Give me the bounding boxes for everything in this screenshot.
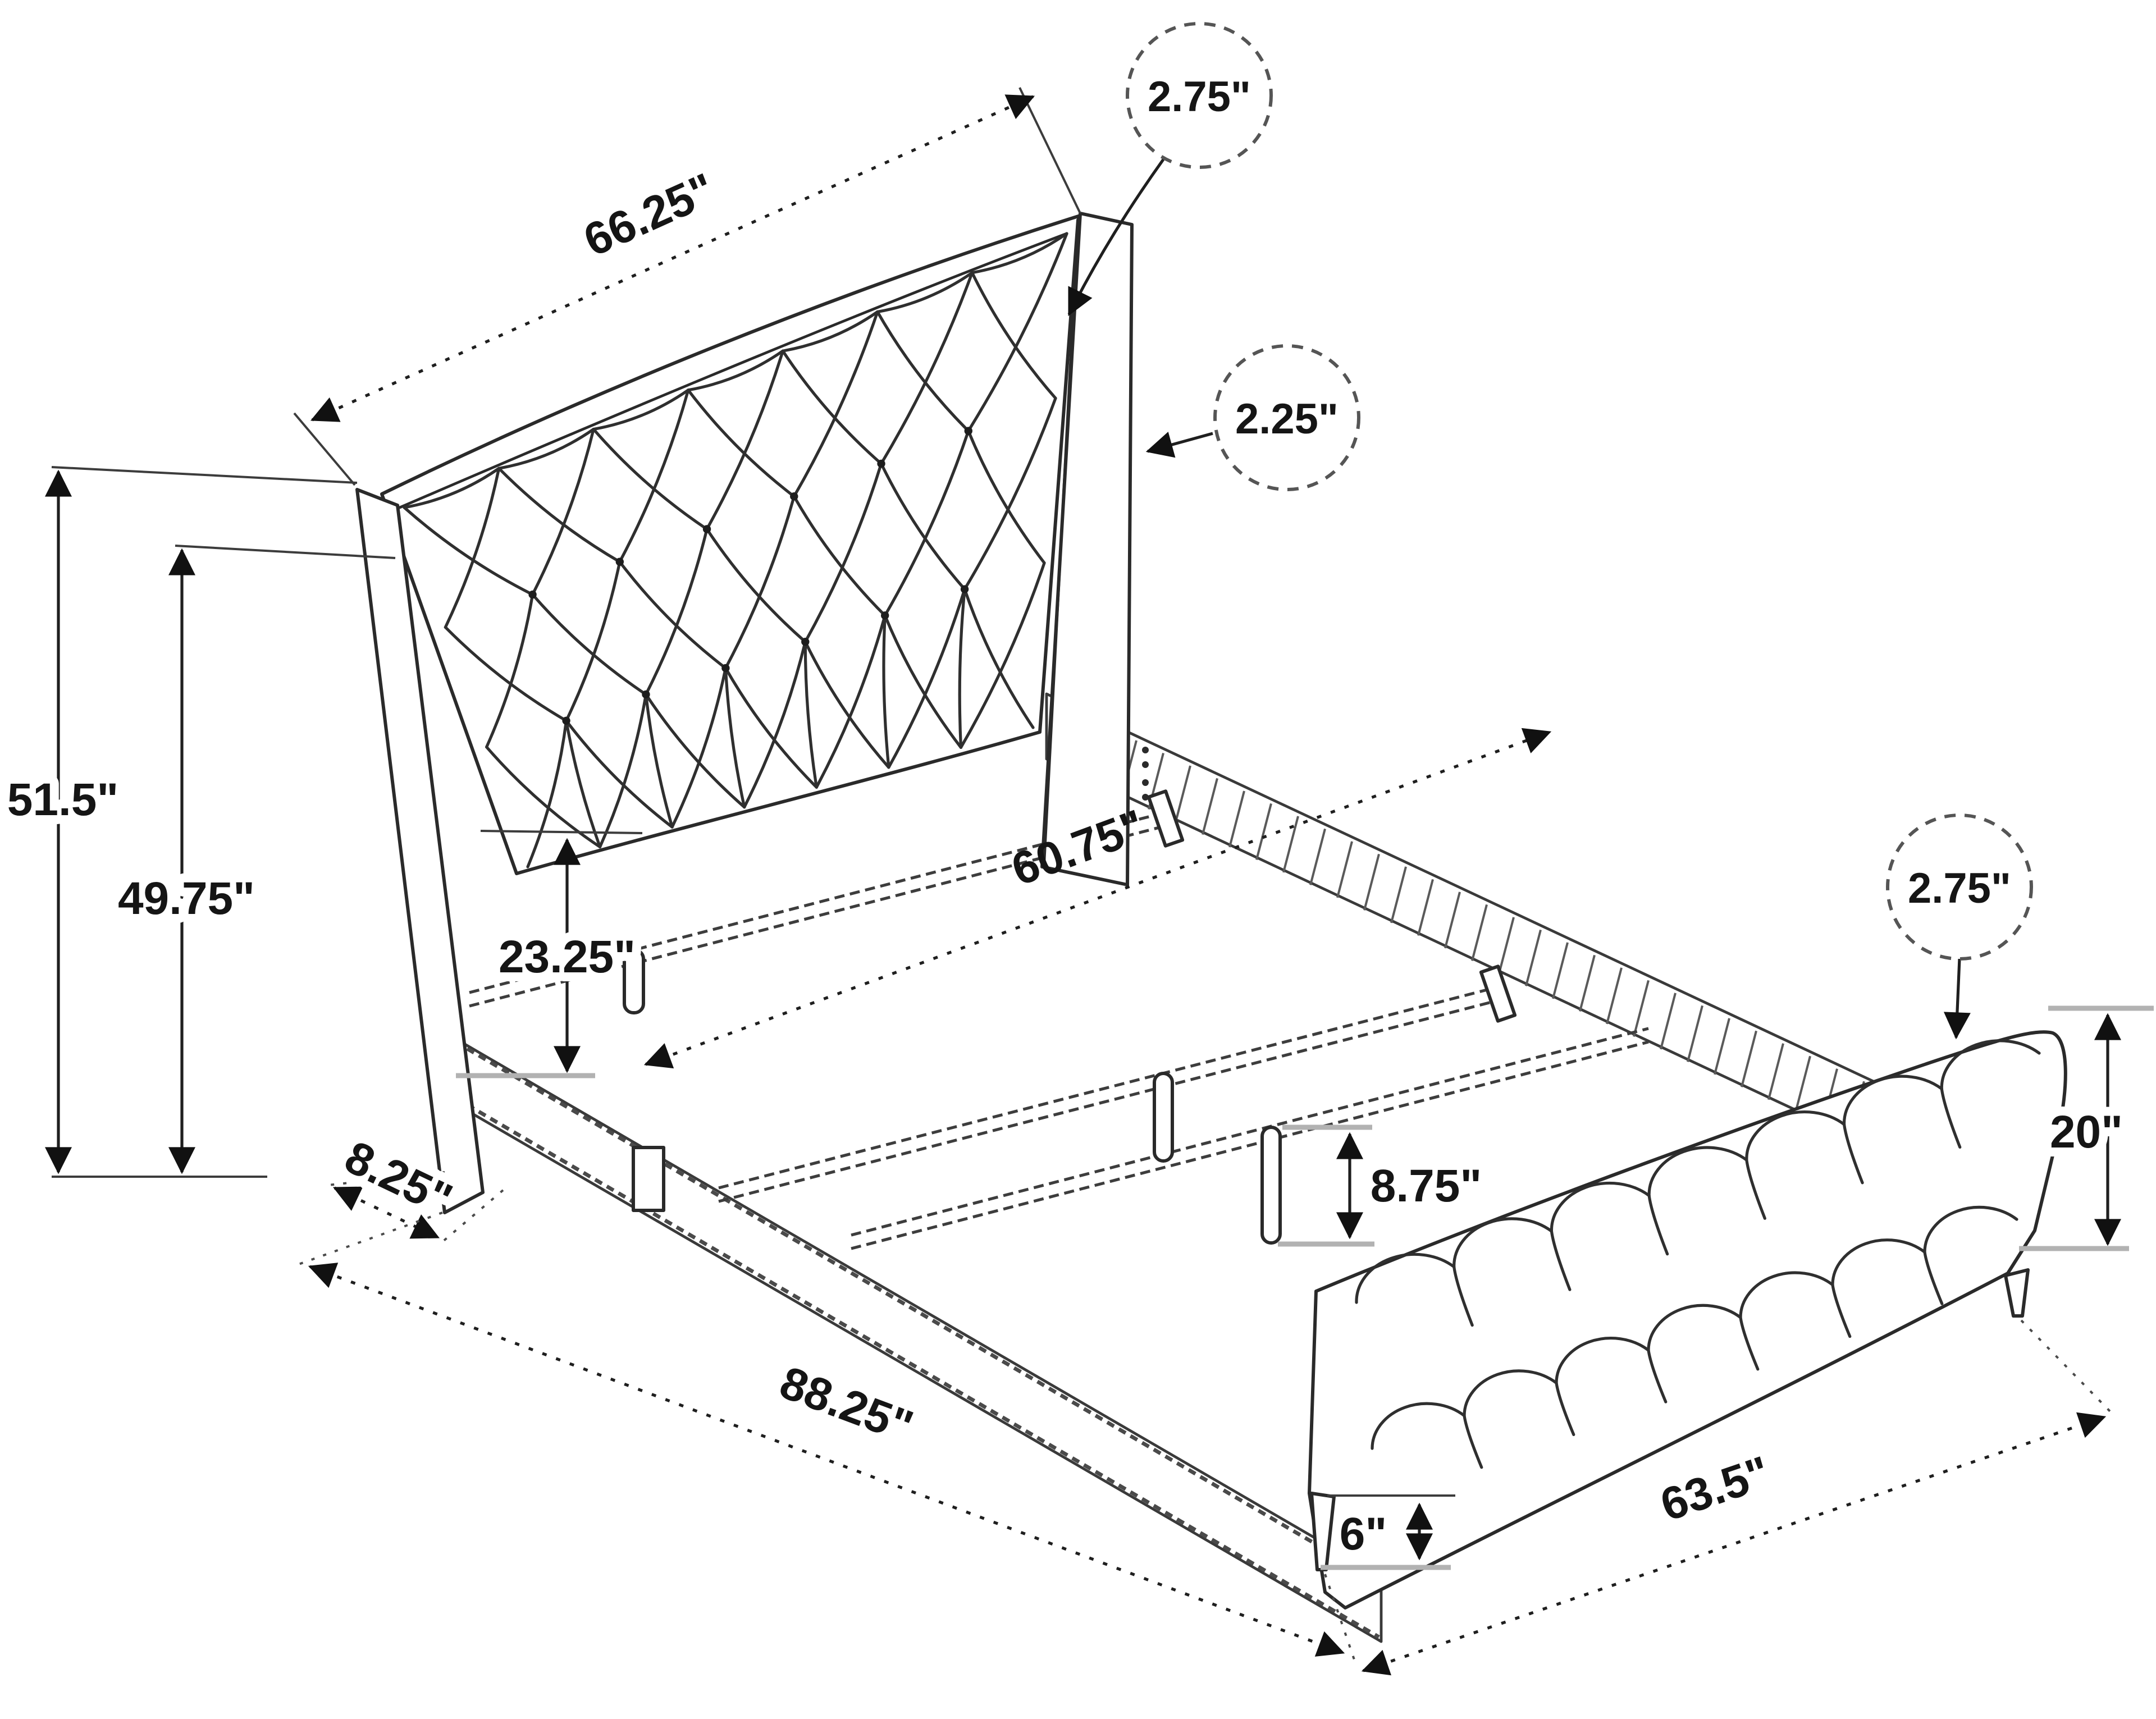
callout-circle xyxy=(1213,344,1360,491)
slat-3 xyxy=(851,1027,1649,1250)
dim-headboard-height: 51.5" xyxy=(0,466,358,1178)
dim-label-footboard-width: 63.5" xyxy=(1654,1447,1776,1531)
screw-hole xyxy=(1142,761,1149,768)
center-support-leg xyxy=(623,948,645,1014)
dim-label-overall-length: 88.25" xyxy=(773,1357,919,1453)
dim-label-headboard-upholstered-height: 49.75" xyxy=(118,873,255,924)
headboard-wing-leg xyxy=(355,488,485,1214)
dim-headboard-upholstered-height: 49.75" xyxy=(109,545,396,1174)
callout-label-headboard-top-thickness: 2.75" xyxy=(1148,73,1251,121)
dim-center-leg-height: 8.75" xyxy=(1278,1124,1491,1247)
center-support-leg xyxy=(1153,1072,1174,1163)
dim-label-footboard-height: 20" xyxy=(2050,1107,2123,1158)
center-support-leg-measured xyxy=(1260,1126,1282,1245)
dim-label-panel-bottom-clearance: 23.25" xyxy=(499,931,636,982)
slat-2 xyxy=(718,984,1503,1203)
callout-footboard-thickness: 2.75" xyxy=(1886,813,2033,1040)
dim-label-headboard-width: 66.25" xyxy=(577,163,723,266)
callout-headboard-top-thickness: 2.75" xyxy=(1067,22,1273,317)
screw-hole xyxy=(1142,747,1149,753)
callout-label-headboard-post-thickness: 2.25" xyxy=(1235,395,1339,443)
dim-label-headboard-height: 51.5" xyxy=(7,774,118,825)
callout-circle xyxy=(1126,22,1273,169)
footboard-right-leg xyxy=(2004,1268,2030,1318)
dim-label-center-leg-height: 8.75" xyxy=(1371,1160,1482,1211)
callout-headboard-post-thickness: 2.25" xyxy=(1145,344,1360,491)
rail-leg-bracket xyxy=(632,1146,665,1212)
callout-circle xyxy=(1886,813,2033,961)
dim-panel-bottom-clearance: 23.25" xyxy=(456,830,645,1078)
callout-label-footboard-thickness: 2.75" xyxy=(1908,865,2011,912)
dim-footboard-height: 20" xyxy=(2019,1005,2154,1251)
headboard-panel xyxy=(380,214,1082,875)
dim-label-footboard-leg-height: 6" xyxy=(1340,1508,1387,1560)
screw-hole xyxy=(1142,779,1149,786)
